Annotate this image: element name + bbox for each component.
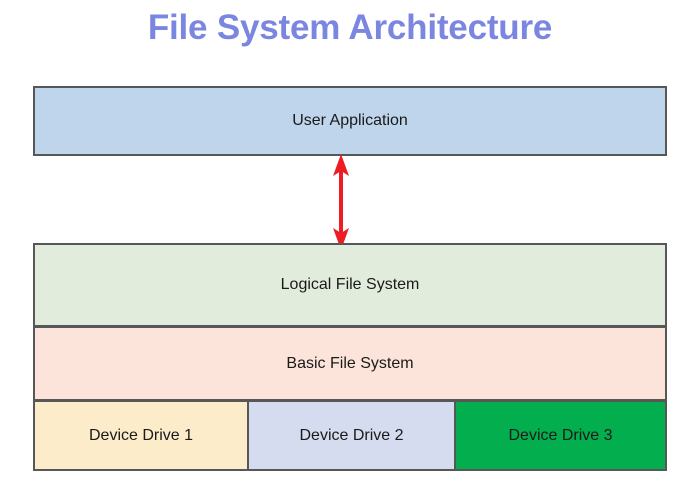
layer-label-logical-file-system: Logical File System: [280, 276, 420, 294]
device-drive-box-2: Device Drive 2: [247, 400, 456, 471]
layer-box-user-application: User Application: [33, 86, 667, 156]
arrow-head-down: [333, 228, 349, 250]
device-drive-box-1: Device Drive 1: [33, 400, 249, 471]
device-drive-box-3: Device Drive 3: [454, 400, 667, 471]
device-drive-label-1: Device Drive 1: [88, 426, 194, 444]
double-headed-arrow-icon: [316, 152, 366, 252]
device-drive-label-3: Device Drive 3: [508, 426, 613, 444]
arrow-head-up: [333, 154, 349, 176]
layer-label-user-application: User Application: [292, 112, 408, 130]
layer-box-logical-file-system: Logical File System: [33, 243, 667, 327]
layer-label-basic-file-system: Basic File System: [286, 354, 414, 372]
double-headed-arrow-svg: [333, 154, 349, 250]
layer-box-basic-file-system: Basic File System: [33, 326, 667, 401]
device-drive-label-2: Device Drive 2: [299, 426, 404, 444]
page-title: File System Architecture: [147, 8, 553, 47]
